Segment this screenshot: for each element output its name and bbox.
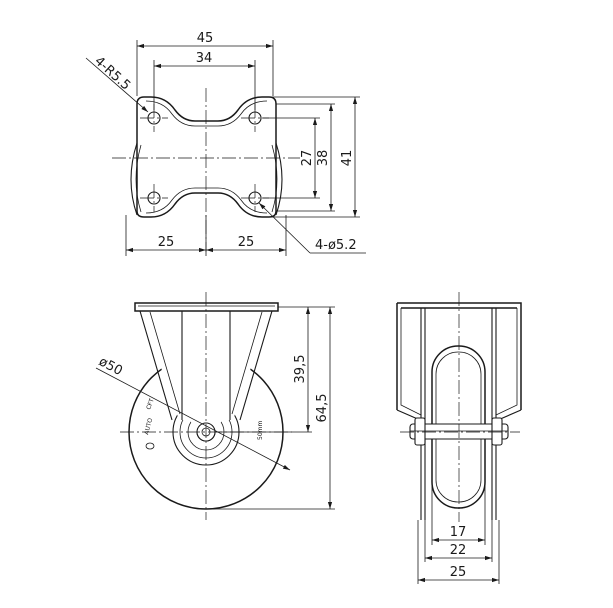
side-view: 17 22 25 — [396, 292, 522, 584]
dim-hole-spacing-y: 27 — [300, 150, 315, 167]
dim-total-height: 64,5 — [315, 394, 330, 423]
dim-hole-dia: 4-ø5.2 — [315, 238, 357, 253]
front-view: AUTO CFT 50mm ø50 39,5 64,5 — [95, 292, 335, 520]
dim-plate-height: 38 — [316, 150, 331, 167]
fork-outline — [139, 310, 273, 421]
dim-wheel-width: 17 — [450, 525, 467, 540]
bracket-outline — [396, 302, 522, 410]
dim-half-left: 25 — [158, 235, 175, 250]
dim-outer-width: 25 — [450, 565, 467, 580]
dim-width-overall: 45 — [197, 31, 214, 46]
brand-logo-icon — [145, 442, 155, 450]
top-view: 45 34 4-R5.5 27 38 41 25 25 4-ø5.2 — [85, 31, 366, 256]
dim-corner-radius: 4-R5.5 — [91, 54, 133, 94]
dim-half-right: 25 — [238, 235, 255, 250]
dim-axle-height: 39,5 — [293, 355, 308, 384]
dim-inner-width: 22 — [450, 543, 467, 558]
wheel-size: 50mm — [257, 421, 264, 440]
dim-height-overall: 41 — [340, 150, 355, 167]
dim-hole-spacing-x: 34 — [196, 51, 213, 66]
mount-plate-side — [134, 302, 279, 312]
wheel-brand: AUTO — [143, 417, 154, 435]
wheel-model: CFT — [145, 397, 156, 410]
